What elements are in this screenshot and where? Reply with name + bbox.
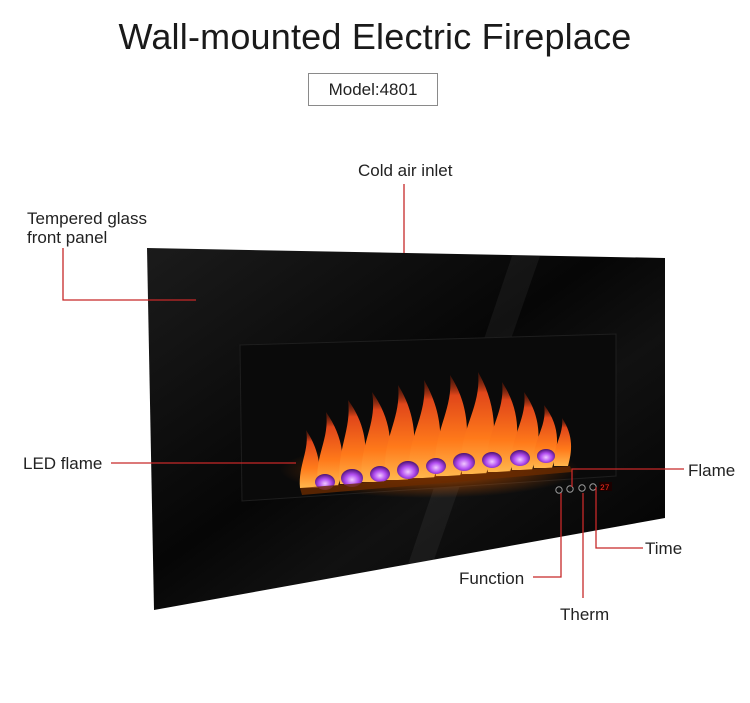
temperature-display — [599, 482, 612, 491]
page-title: Wall-mounted Electric Fireplace — [118, 16, 632, 57]
callout-flame: Flame — [688, 461, 736, 480]
power-icon — [555, 486, 563, 494]
callout-time: Time — [645, 539, 683, 558]
callout-tempered-glass: Tempered glass front panel — [27, 209, 147, 247]
callout-function: Function — [459, 569, 525, 588]
led-flame-group — [299, 372, 572, 488]
plus-icon — [578, 484, 586, 492]
callout-cold-air-inlet: Cold air inlet — [358, 161, 453, 180]
callout-therm: Therm — [560, 605, 610, 624]
control-panel: 27 — [555, 482, 612, 494]
display-readout: 27 — [600, 484, 610, 493]
callout-tempered-glass-line1: Tempered glass — [27, 209, 148, 228]
model-badge: Model:4801 — [308, 73, 438, 106]
callout-tempered-glass-line2: front panel — [27, 228, 108, 247]
minus-icon — [566, 485, 574, 493]
callout-led-flame: LED flame — [23, 454, 103, 473]
callout-lines — [62, 184, 684, 598]
